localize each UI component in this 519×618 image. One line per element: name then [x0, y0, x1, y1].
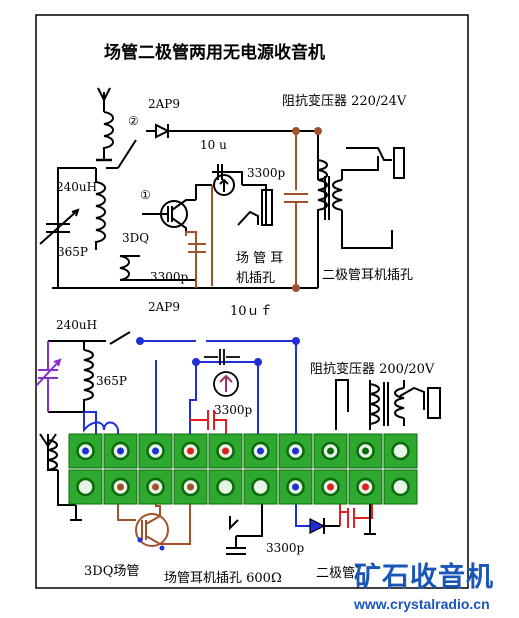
board-fet-icon — [135, 513, 169, 547]
variable-cap-arrow — [39, 208, 80, 245]
terminal-wire-point — [292, 447, 299, 455]
board-transformer-primary — [369, 383, 380, 425]
terminal-wire-point — [362, 447, 369, 455]
top-vcap-label: 365P — [57, 245, 88, 259]
top-coil-label: 240uH — [56, 180, 98, 194]
antenna-icon — [97, 87, 111, 112]
board-cap-3300-top: 3300p — [214, 403, 253, 417]
terminal-wire-point — [187, 483, 194, 491]
board-diode-jack-label: 二极管耳机插孔 — [316, 566, 358, 581]
terminal-wire-point — [152, 483, 159, 491]
top-fet-jack-line1: 场 管 耳 — [236, 251, 284, 266]
terminal-screw — [251, 477, 270, 497]
watermark-name: 矿石收音机 — [354, 562, 494, 593]
terminal-wire-point — [222, 447, 229, 455]
terminal-wire-point — [362, 483, 369, 491]
board-meter-icon — [213, 371, 239, 397]
outer-frame — [35, 14, 469, 589]
top-diode-jack-label: 二极管耳机插孔 — [322, 268, 414, 283]
board-cap-3300-bottom: 3300p — [266, 541, 305, 555]
board-diode-jack-icon — [399, 386, 441, 419]
main-coil-icon — [95, 168, 106, 250]
terminal-wire-point — [152, 447, 159, 455]
diode-jack-icon — [346, 147, 405, 179]
meter-icon — [213, 174, 235, 196]
top-transistor-label: 3DQ — [122, 231, 150, 245]
top-switch-pos-2: ② — [128, 114, 139, 128]
terminal-wire-point — [117, 483, 124, 491]
board-coil-label: 240uH — [56, 318, 98, 332]
board-transformer-secondary — [394, 387, 405, 419]
antenna-coil-icon — [103, 111, 114, 160]
terminal-wire-point — [327, 447, 334, 455]
top-diode-label: 2AP9 — [148, 97, 181, 111]
terminal-screw — [216, 477, 235, 497]
board-antenna-coil — [47, 439, 58, 471]
transformer-secondary-coil — [332, 179, 343, 211]
switch-icon — [117, 139, 137, 169]
page-title: 场管二极管两用无电源收音机 — [104, 43, 325, 63]
board-fet-label: 3DQ场管 — [84, 564, 140, 579]
board-diode-label: 2AP9 — [148, 300, 181, 314]
top-fet-jack-line2: 机插孔 — [236, 271, 276, 286]
board-diode-icon — [309, 518, 326, 534]
terminal-wire-point — [117, 447, 124, 455]
top-cap-3300-right: 3300p — [247, 166, 286, 180]
board-fet-jack-label: 场管耳机插孔 600Ω — [164, 571, 282, 586]
diode-icon — [155, 123, 171, 139]
board-coil-icon — [83, 349, 94, 412]
terminal-wire-point — [257, 447, 264, 455]
board — [35, 331, 441, 555]
fet-jack-icon — [237, 189, 273, 226]
terminal-wire-point — [187, 447, 194, 455]
terminal-block — [243, 433, 278, 469]
board-transformer-label: 阻抗变压器 200/20V — [310, 362, 435, 377]
terminal-screw — [391, 441, 410, 461]
top-transformer-label: 阻抗变压器 220/24V — [282, 94, 407, 109]
top-cap-3300-bottom: 3300p — [150, 270, 189, 284]
top-schematic — [39, 87, 405, 289]
terminal-screw — [76, 477, 95, 497]
top-cap-10u-label: 10 u — [200, 138, 227, 152]
terminal-wire-point — [327, 483, 334, 491]
terminal-wire-point — [292, 483, 299, 491]
watermark-url: www.crystalradio.cn — [354, 596, 490, 612]
terminal-wire-point — [82, 447, 89, 455]
terminal-screw — [391, 477, 410, 497]
transformer-primary-coil — [317, 159, 328, 288]
board-vcap-label: 365P — [96, 374, 127, 388]
board-cap-10u-label: 10ｕｆ — [230, 304, 273, 319]
top-switch-pos-1: ① — [140, 188, 151, 202]
